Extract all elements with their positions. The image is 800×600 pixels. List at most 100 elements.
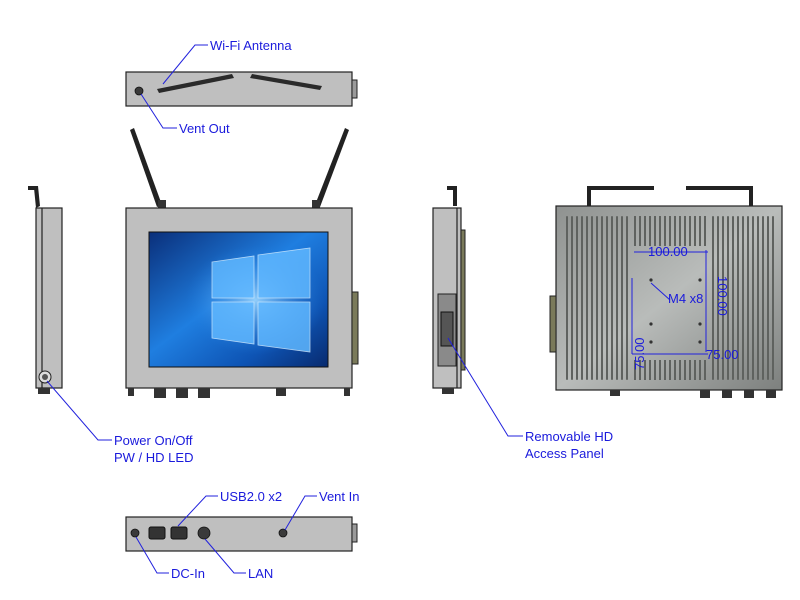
rear-handle-right bbox=[686, 186, 753, 206]
top-view bbox=[125, 71, 358, 107]
top-antenna-left bbox=[157, 74, 234, 93]
rear-connector-4 bbox=[766, 390, 776, 398]
label-removable-line1: Removable HD bbox=[525, 429, 613, 444]
cooling-fin bbox=[747, 216, 749, 380]
right-side-foot bbox=[442, 388, 454, 394]
cooling-fin bbox=[581, 216, 583, 380]
cooling-fin bbox=[669, 360, 671, 380]
front-view bbox=[125, 128, 359, 398]
leader-wifi-antenna bbox=[162, 44, 208, 85]
left-side-antenna bbox=[34, 186, 40, 208]
cooling-fin bbox=[757, 216, 759, 380]
front-connector-2 bbox=[176, 388, 188, 398]
label-lan: LAN bbox=[248, 566, 273, 581]
cooling-fin bbox=[712, 216, 714, 380]
label-power-line2: PW / HD LED bbox=[114, 450, 193, 465]
label-vent-in: Vent In bbox=[319, 489, 359, 504]
cooling-fin bbox=[717, 216, 719, 380]
bottom-view bbox=[125, 516, 358, 552]
hd-access-panel-handle bbox=[440, 311, 454, 347]
rear-side-grip bbox=[549, 295, 557, 353]
leader-removable-hd bbox=[447, 337, 523, 437]
cooling-fin bbox=[634, 216, 636, 246]
cooling-fin bbox=[616, 216, 618, 380]
cooling-fin bbox=[649, 216, 651, 246]
cooling-fin bbox=[654, 360, 656, 380]
antenna-base-left bbox=[158, 200, 166, 209]
cooling-fin bbox=[664, 360, 666, 380]
cooling-fin bbox=[674, 216, 676, 246]
cooling-fin bbox=[621, 216, 623, 380]
cooling-fin bbox=[699, 360, 701, 380]
vesa-screw-hole bbox=[649, 322, 653, 326]
dim-width-bottom: 75.00 bbox=[706, 347, 739, 362]
front-connector-1 bbox=[154, 388, 166, 398]
cooling-fin bbox=[639, 360, 641, 380]
rear-connector-1 bbox=[700, 390, 710, 398]
front-foot-left bbox=[128, 388, 134, 396]
leader-vent-out bbox=[140, 93, 177, 129]
cooling-fin bbox=[767, 216, 769, 380]
front-foot-right bbox=[344, 388, 350, 396]
label-wifi-antenna: Wi-Fi Antenna bbox=[210, 38, 292, 53]
cooling-fin bbox=[684, 360, 686, 380]
cooling-fin bbox=[689, 216, 691, 246]
vesa-screw-hole bbox=[698, 322, 702, 326]
top-antenna-right bbox=[250, 74, 322, 90]
vesa-screw-hole bbox=[649, 340, 653, 344]
cooling-fin bbox=[704, 216, 706, 246]
rear-foot-1 bbox=[610, 390, 620, 396]
leader-dc-in bbox=[135, 536, 169, 574]
cooling-fin bbox=[704, 360, 706, 380]
right-side-antenna bbox=[453, 186, 457, 206]
cooling-fin bbox=[634, 360, 636, 380]
cooling-fin bbox=[601, 216, 603, 380]
cooling-fin bbox=[694, 360, 696, 380]
label-dc-in: DC-In bbox=[171, 566, 205, 581]
cooling-fin bbox=[742, 216, 744, 380]
vent-in-port bbox=[278, 528, 288, 538]
left-side-antenna-top bbox=[28, 186, 38, 190]
left-side-foot bbox=[38, 388, 50, 394]
lan-port bbox=[197, 526, 211, 540]
cooling-fin bbox=[571, 216, 573, 380]
screw-leader bbox=[650, 282, 671, 301]
front-side-grip bbox=[351, 291, 359, 365]
cooling-fin bbox=[639, 216, 641, 246]
front-antenna-left bbox=[130, 128, 162, 207]
leader-vent-in bbox=[284, 495, 317, 531]
cooling-fin bbox=[679, 360, 681, 380]
front-connector-4 bbox=[276, 388, 286, 396]
cooling-fin bbox=[664, 216, 666, 246]
cooling-fin bbox=[679, 216, 681, 246]
rear-view: 100.00 M4 x8 100.00 75.00 75.00 bbox=[549, 186, 783, 398]
rear-connector-3 bbox=[744, 390, 754, 398]
usb-port-2 bbox=[170, 526, 188, 540]
cooling-fin bbox=[649, 360, 651, 380]
cooling-fin bbox=[674, 360, 676, 380]
front-connector-3 bbox=[198, 388, 210, 398]
antenna-base-right bbox=[312, 200, 320, 209]
right-side-antenna-top bbox=[447, 186, 457, 190]
cooling-fin bbox=[591, 216, 593, 380]
cooling-fin bbox=[659, 216, 661, 246]
cooling-fin bbox=[576, 216, 578, 380]
cooling-fin bbox=[644, 360, 646, 380]
cooling-fin bbox=[684, 216, 686, 246]
left-side-housing bbox=[35, 207, 63, 389]
cooling-fin bbox=[689, 360, 691, 380]
label-power-line1: Power On/Off bbox=[114, 433, 193, 448]
label-usb: USB2.0 x2 bbox=[220, 489, 282, 504]
right-side-view bbox=[432, 186, 466, 394]
dim-width-top: 100.00 bbox=[648, 244, 688, 259]
cooling-fin bbox=[732, 216, 734, 380]
cooling-fin bbox=[737, 216, 739, 380]
cooling-fin bbox=[772, 216, 774, 380]
front-antenna-right bbox=[315, 128, 349, 207]
cooling-fin bbox=[654, 216, 656, 246]
rear-handle-left bbox=[587, 186, 654, 206]
vesa-screw-hole bbox=[649, 278, 653, 282]
cooling-fin bbox=[699, 216, 701, 246]
cooling-fin bbox=[722, 216, 724, 380]
